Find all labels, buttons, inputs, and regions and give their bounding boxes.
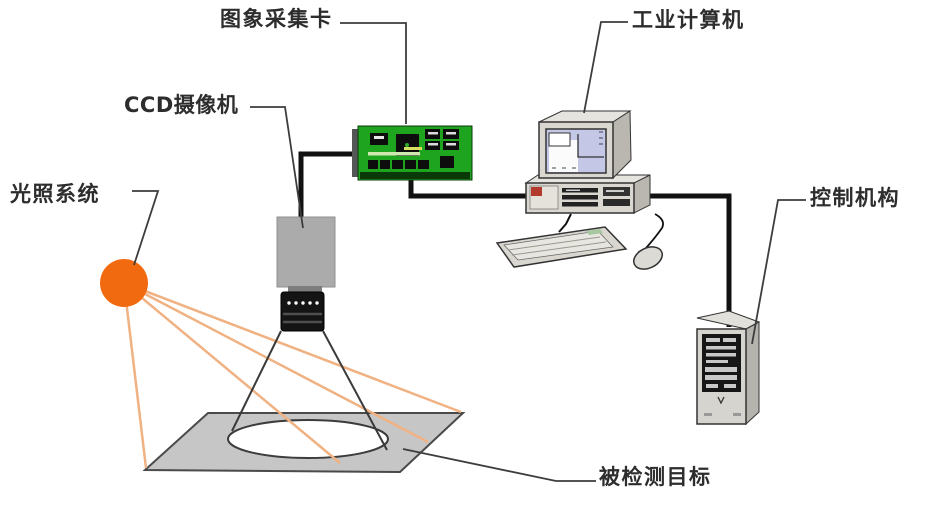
light-ray <box>123 281 462 414</box>
lens-screws <box>287 301 319 305</box>
drive-bay <box>603 199 630 206</box>
camera-body <box>276 216 336 288</box>
monitor-side <box>612 110 632 180</box>
keyboard-led <box>586 229 603 235</box>
tower-bays <box>705 338 737 388</box>
label-ccd-camera: CCD摄像机 <box>124 93 239 117</box>
key-rows <box>507 236 607 256</box>
label-lighting-system: 光照系统 <box>10 182 100 206</box>
keyboard-cable <box>558 213 572 233</box>
card-chip <box>392 160 403 169</box>
capture-card-leader-line <box>340 22 407 124</box>
power-button <box>531 187 542 196</box>
card-chip <box>418 160 429 169</box>
screen-window <box>548 132 571 147</box>
card-chip <box>368 160 378 169</box>
tower-logo <box>717 396 725 405</box>
lighting-system-leader-line <box>132 190 160 266</box>
control-tower <box>696 310 761 426</box>
label-control-mechanism: 控制机构 <box>810 186 900 210</box>
light-rays <box>122 281 462 469</box>
light-ray <box>122 282 148 469</box>
card-chip <box>440 156 454 168</box>
cable-camera-to-card <box>298 151 360 222</box>
screen-window-frame <box>577 134 604 158</box>
tower-vents <box>704 413 741 416</box>
card-bracket <box>352 129 359 177</box>
card-edge <box>360 172 470 179</box>
cable-computer-to-tower <box>632 193 732 327</box>
card-chip <box>405 160 416 169</box>
label-inspection-target: 被检测目标 <box>599 465 712 489</box>
mouse-button-line <box>637 247 647 253</box>
cables <box>298 151 732 327</box>
control-mechanism-leader-line <box>751 199 806 345</box>
mouse-cable <box>645 213 664 249</box>
light-source-icon <box>100 259 148 307</box>
floppy-slit <box>606 190 624 192</box>
mouse <box>633 246 663 270</box>
light-ray <box>123 282 341 464</box>
card-chip <box>380 160 390 169</box>
label-industrial-computer: 工业计算机 <box>632 8 745 32</box>
camera-mount <box>288 286 322 293</box>
view-cone-line-left <box>231 330 282 432</box>
slot-slit <box>566 189 580 191</box>
label-capture-card: 图象采集卡 <box>220 7 333 31</box>
leader-lines <box>132 21 806 482</box>
target-platform <box>142 412 466 474</box>
camera-lens <box>280 291 325 332</box>
view-cone <box>231 330 388 451</box>
lens-ridges <box>283 312 322 324</box>
light-ray <box>123 281 429 444</box>
light-spot <box>227 419 389 459</box>
industrial-computer <box>495 110 664 270</box>
inspection-target-leader-line <box>402 448 596 482</box>
industrial-computer-leader-line <box>583 21 628 114</box>
image-capture-card <box>352 125 473 181</box>
ccd-camera-leader-line <box>250 106 304 229</box>
cable-card-to-computer <box>408 178 528 199</box>
ccd-camera <box>276 216 336 332</box>
screen-ticks <box>552 131 603 169</box>
view-cone-line-right <box>322 330 388 451</box>
card-markings <box>368 132 456 156</box>
